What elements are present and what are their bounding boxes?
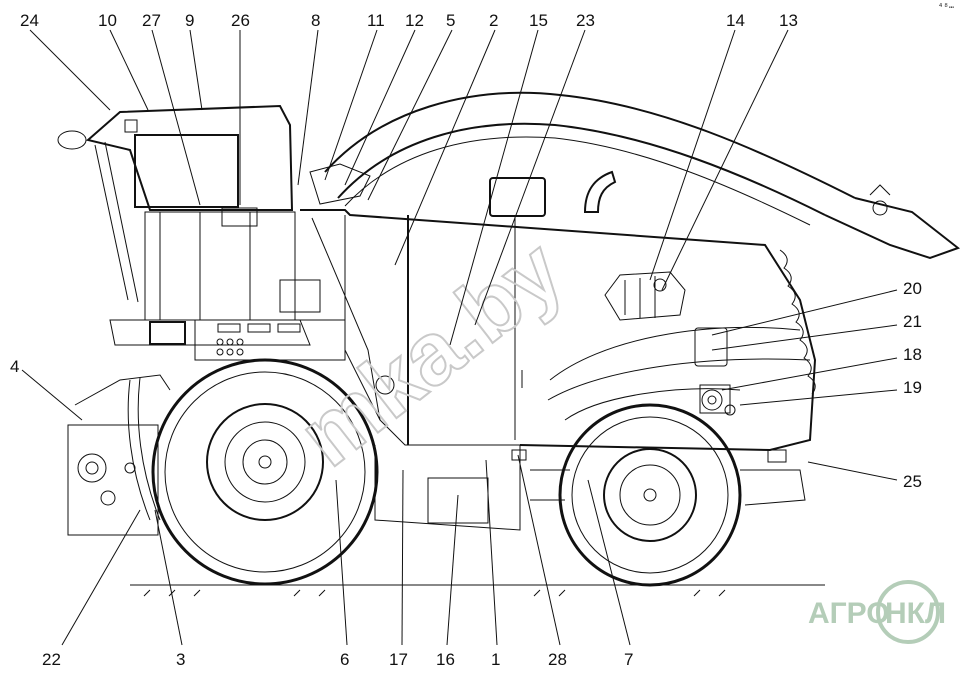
machine-body	[300, 170, 817, 452]
callout-1: 1	[491, 650, 500, 669]
callout-28: 28	[548, 650, 567, 669]
cab	[57, 104, 311, 346]
callout-21: 21	[903, 312, 922, 331]
logo-ring-icon	[876, 580, 940, 644]
callout-22: 22	[42, 650, 61, 669]
callout-14: 14	[726, 11, 745, 30]
callout-13: 13	[779, 11, 798, 30]
callout-17: 17	[389, 650, 408, 669]
callout-10: 10	[98, 11, 117, 30]
callout-24: 24	[20, 11, 39, 30]
callout-19: 19	[903, 378, 922, 397]
discharge-spout	[309, 91, 961, 260]
logo-text-left: АГРО	[808, 597, 890, 630]
callout-11: 11	[367, 11, 385, 30]
callout-7: 7	[624, 650, 633, 669]
engine-components	[604, 271, 731, 414]
callout-3: 3	[176, 650, 185, 669]
callout-9: 9	[185, 11, 194, 30]
callout-2: 2	[489, 11, 498, 30]
corner-mark: ⁴⁸⋯	[938, 3, 955, 13]
callout-15: 15	[529, 11, 548, 30]
callout-18: 18	[903, 345, 922, 364]
callout-25: 25	[903, 472, 922, 491]
leader-lines	[21, 29, 898, 646]
callout-23: 23	[576, 11, 595, 30]
callout-20: 20	[903, 279, 922, 298]
callout-16: 16	[436, 650, 455, 669]
callout-6: 6	[340, 650, 349, 669]
callout-12: 12	[405, 11, 424, 30]
ground	[130, 584, 825, 597]
callout-4: 4	[10, 357, 19, 376]
callout-labels: 24 10 27 9 26 8 11 12 5 2 15 23 14 13 20…	[10, 11, 922, 669]
callout-8: 8	[311, 11, 320, 30]
control-panel	[194, 279, 346, 361]
callout-26: 26	[231, 11, 250, 30]
agro-logo: АГРО НКЛ	[808, 580, 946, 644]
header-attachment	[67, 374, 171, 536]
logo-text-right: НКЛ	[885, 597, 946, 630]
callout-27: 27	[142, 11, 161, 30]
rear-wheel	[558, 403, 742, 587]
callout-5: 5	[446, 11, 455, 30]
front-wheel	[151, 358, 379, 586]
